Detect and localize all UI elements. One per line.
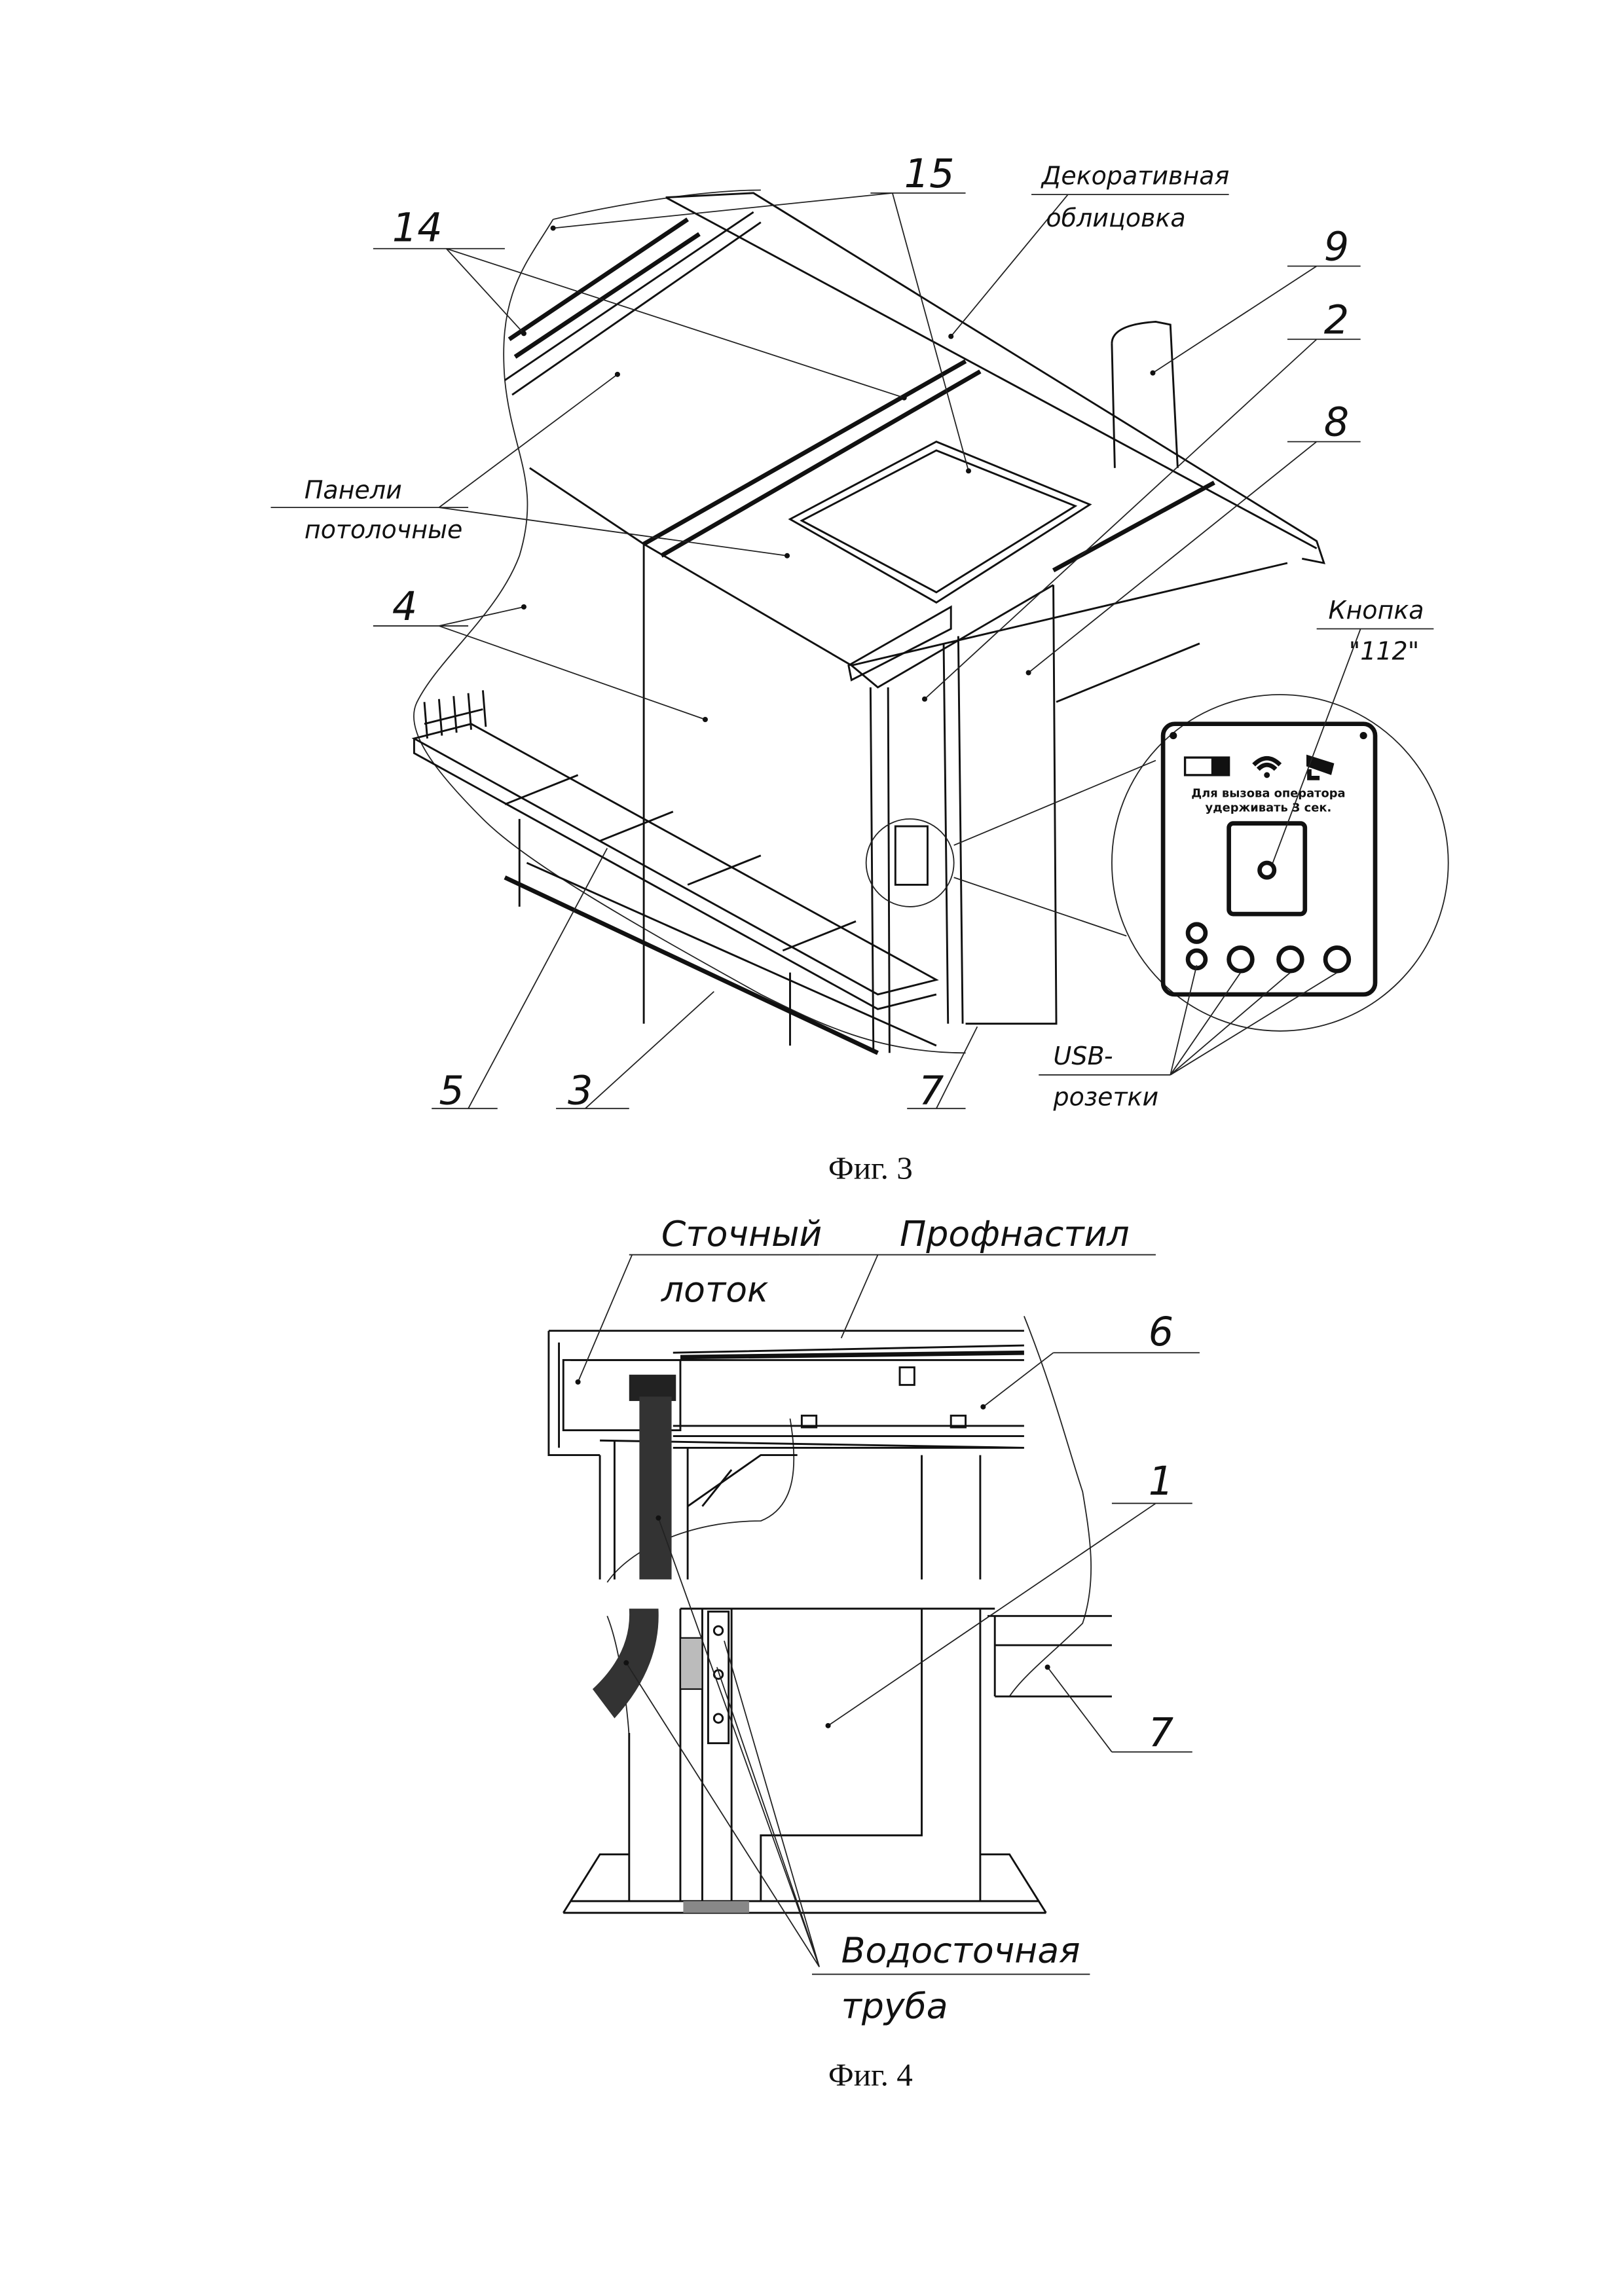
indicator-bottom [1185,948,1208,971]
figure-4: Сточный лоток Профнастил 6 1 7 Водосточн… [547,1213,1200,2092]
bolt-a [712,1625,724,1636]
figure-3: Для вызова оператора удерживать 3 сек. 1… [270,151,1449,1186]
usb-socket-1[interactable] [1227,945,1255,974]
label-7: 7 [919,1068,944,1114]
label-button-line1: Кнопка [1329,596,1424,625]
bench [411,690,939,1010]
detail-link-lines [953,759,1156,937]
decking-profnastil [680,1350,1024,1360]
ceiling-body [529,467,1288,689]
label-gutter-line2: лоток [661,1269,769,1310]
post-plate [707,1611,730,1745]
roof-bolt-2 [800,1414,818,1429]
label-1: 1 [1149,1459,1173,1504]
label-7-fig4: 7 [1149,1710,1173,1756]
wall-8 [965,585,1200,1025]
bench-supports [504,774,937,1047]
drain-pipe-upper [639,1396,672,1580]
label-usb-line2: розетки [1053,1083,1159,1112]
side-panel-9 [1111,320,1179,468]
detail-callout-small [865,818,955,907]
leaders-fig3 [270,192,1434,1110]
frame-upper [599,1440,982,1580]
label-decorative-line1: Декоративная [1041,161,1230,190]
call-panel-small [894,825,929,886]
usb-socket-2[interactable] [1276,945,1304,974]
label-panels-line2: потолочные [304,515,463,544]
label-decking: Профнастил [900,1213,1130,1254]
label-9: 9 [1324,225,1349,270]
wifi-icon [1252,756,1282,778]
break-line-top [1008,1316,1092,1697]
leader-dots [521,225,1156,723]
base-hatch [683,1901,749,1913]
call-panel-detail: Для вызова оператора удерживать 3 сек. [1160,721,1378,997]
gutter-box [562,1358,682,1432]
base-plate [563,1853,1047,1914]
gutter-tray [629,1374,676,1401]
column-2 [642,543,964,1053]
detail-callout-circle [1111,694,1449,1032]
break-outline [413,189,966,1054]
seam-right [1052,481,1215,573]
leaders-fig4 [577,1254,1200,1975]
roof-bolt-3 [950,1414,967,1429]
label-usb-line1: USB- [1054,1042,1113,1070]
bracket-6 [687,1454,798,1507]
label-4: 4 [392,584,417,630]
label-6: 6 [1149,1309,1173,1355]
frame-lower [628,1607,1112,1901]
ceiling-window [788,440,1092,604]
battery-icon [1183,756,1230,776]
camera-icon [1306,754,1335,780]
label-decorative-line2: облицовка [1046,204,1185,232]
label-drainpipe-line1: Водосточная [841,1930,1080,1971]
label-gutter-line1: Сточный [661,1213,822,1254]
wood-block [679,1637,703,1690]
bolt-c [712,1713,724,1724]
seam-14a [507,217,701,359]
button-112[interactable] [1257,860,1277,880]
roof-bolt-1 [898,1366,915,1386]
label-14: 14 [392,206,443,251]
label-drainpipe-line2: труба [841,1986,948,2027]
roof-edge [504,192,1325,564]
break-arcs [606,1418,795,1741]
label-8: 8 [1324,400,1349,446]
call-panel-text-line2: удерживать 3 сек. [1206,801,1332,815]
seat-frame-3 [504,875,879,1055]
seam-14b [642,359,982,558]
figure-3-caption: Фиг. 3 [828,1150,913,1186]
label-3: 3 [568,1068,593,1114]
leader-dots-fig4 [575,1379,1050,1728]
usb-socket-3[interactable] [1323,945,1352,974]
label-button-line2: "112" [1349,636,1419,665]
label-15: 15 [904,151,955,197]
label-2: 2 [1324,297,1349,343]
call-panel-text-line1: Для вызова оператора [1191,786,1345,800]
figure-4-caption: Фиг. 4 [828,2056,913,2092]
indicator-top [1185,922,1208,944]
label-5: 5 [439,1068,464,1114]
roof-structure [547,1330,1024,1457]
label-panels-line1: Панели [304,476,402,505]
button-112-frame [1227,821,1308,917]
